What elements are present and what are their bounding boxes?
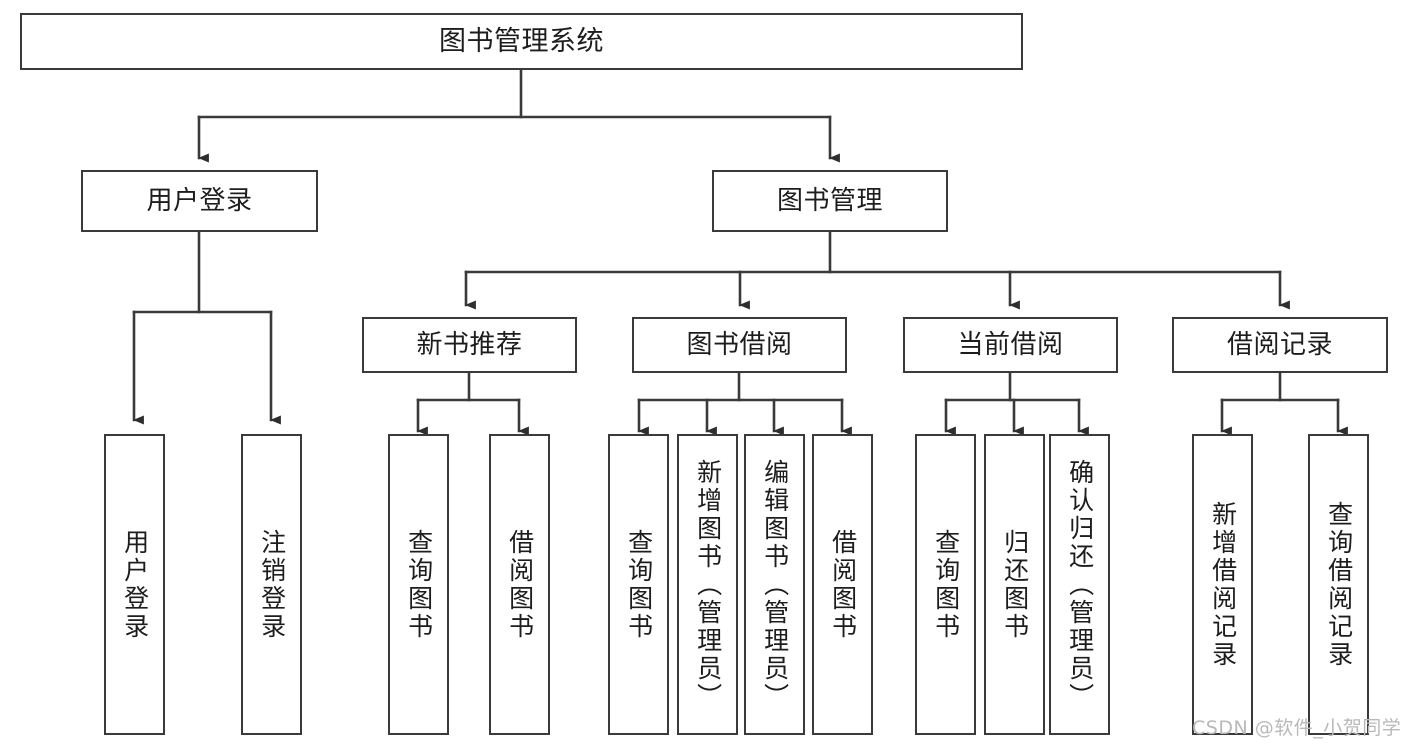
node-current-borrow[interactable]: 当前借阅 (903, 317, 1118, 373)
leaf-logout[interactable]: 注销登录 (241, 434, 302, 735)
node-label: 用户登录 (120, 528, 150, 641)
node-user-login[interactable]: 用户登录 (81, 170, 318, 232)
node-label: 借阅图书 (828, 528, 858, 641)
node-new-book-recommend[interactable]: 新书推荐 (362, 317, 577, 373)
leaf-return-book[interactable]: 归还图书 (984, 434, 1045, 735)
node-label: 编辑图书（管理员） (760, 458, 790, 711)
node-label: 归还图书 (1000, 528, 1030, 641)
node-label: 查询借阅记录 (1324, 500, 1354, 669)
node-label: 借阅记录 (1226, 329, 1333, 360)
node-label: 新书推荐 (416, 329, 523, 360)
leaf-add-borrow-record[interactable]: 新增借阅记录 (1192, 434, 1253, 735)
node-label: 确认归还（管理员） (1065, 458, 1095, 711)
leaf-borrow-book[interactable]: 借阅图书 (812, 434, 873, 735)
leaf-query-book-current[interactable]: 查询图书 (915, 434, 976, 735)
node-label: 图书借阅 (686, 329, 793, 360)
leaf-confirm-return-admin[interactable]: 确认归还（管理员） (1049, 434, 1110, 735)
node-label: 新增图书（管理员） (693, 458, 723, 711)
node-borrow-record[interactable]: 借阅记录 (1172, 317, 1388, 373)
node-label: 注销登录 (257, 528, 287, 641)
node-label: 图书管理 (776, 185, 883, 216)
node-label: 查询图书 (624, 528, 654, 641)
node-label: 用户登录 (146, 185, 253, 216)
node-book-borrow[interactable]: 图书借阅 (632, 317, 847, 373)
node-label: 查询图书 (404, 528, 434, 641)
node-label: 图书管理系统 (439, 25, 604, 57)
node-label: 查询图书 (931, 528, 961, 641)
leaf-query-book-recommend[interactable]: 查询图书 (388, 434, 449, 735)
node-label: 新增借阅记录 (1208, 500, 1238, 669)
node-book-management[interactable]: 图书管理 (712, 170, 948, 232)
leaf-edit-book-admin[interactable]: 编辑图书（管理员） (744, 434, 805, 735)
leaf-borrow-book-recommend[interactable]: 借阅图书 (489, 434, 550, 735)
csdn-watermark: CSDN @软件_小贺同学 (1192, 717, 1402, 739)
node-label: 当前借阅 (957, 329, 1064, 360)
leaf-add-book-admin[interactable]: 新增图书（管理员） (677, 434, 738, 735)
leaf-query-borrow-record[interactable]: 查询借阅记录 (1308, 434, 1369, 735)
node-label: 借阅图书 (505, 528, 535, 641)
node-root-system[interactable]: 图书管理系统 (20, 13, 1023, 70)
leaf-query-book-borrow[interactable]: 查询图书 (608, 434, 669, 735)
leaf-user-login[interactable]: 用户登录 (104, 434, 165, 735)
